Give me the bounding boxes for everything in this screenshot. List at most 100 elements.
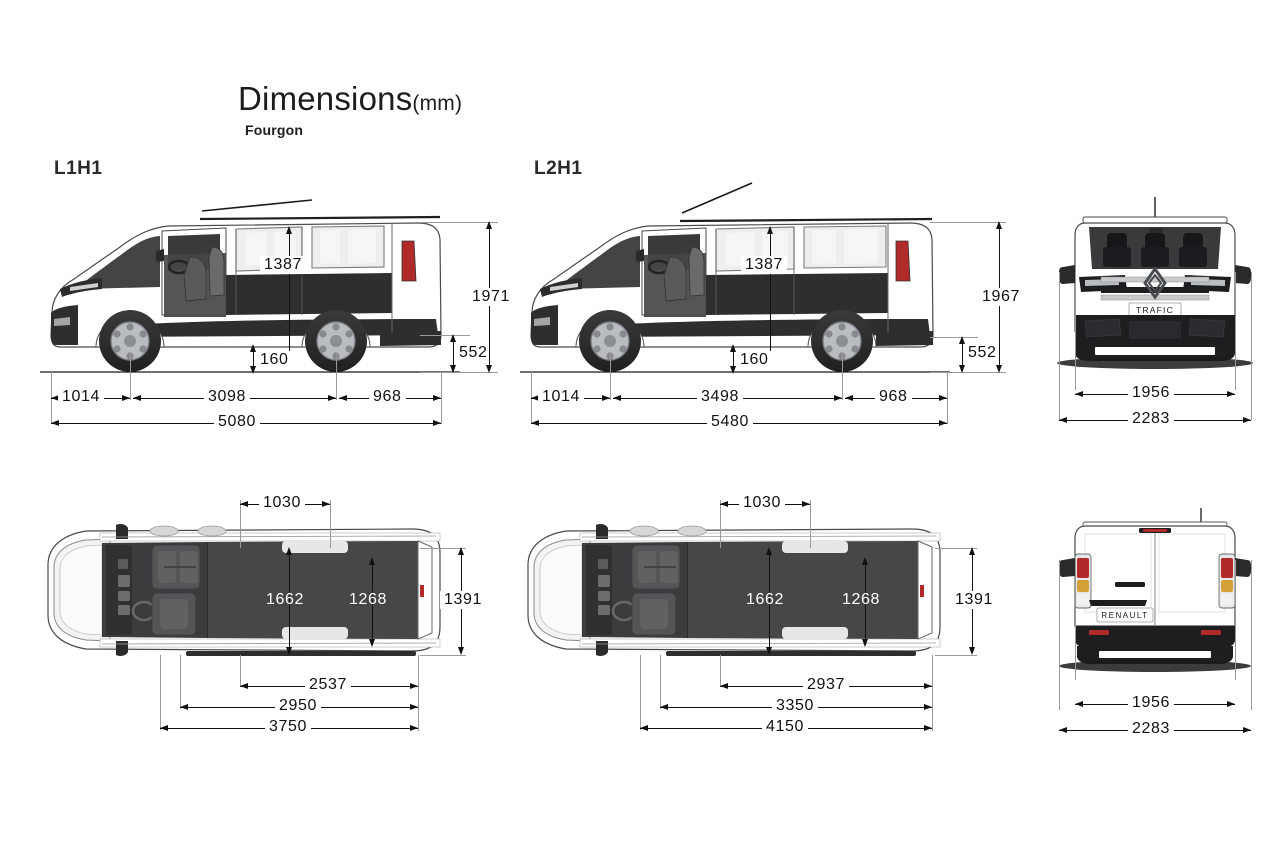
dimension-160-l2h1: 160 <box>736 351 773 369</box>
arrow-up-1268-l2h1 <box>861 557 868 565</box>
arrow-right-3098-l1h1 <box>328 394 336 401</box>
arrow-up-552-l1h1 <box>449 334 456 342</box>
arrow-down-160-l2h1 <box>729 366 736 374</box>
ext-line-ground-l2h1 <box>930 372 1006 373</box>
arrow-up-1662-l2h1 <box>765 547 772 555</box>
rear-badge-text: RENAULT <box>1101 611 1148 620</box>
ext-line-ground-l1h1 <box>420 372 498 373</box>
top-view-l1h1 <box>40 515 450 665</box>
arrow-up-1967-l2h1 <box>995 221 1002 229</box>
arrow-left-3498-l2h1 <box>613 394 621 401</box>
arrow-down-1662-l1h1 <box>285 647 292 655</box>
ext-tick-3350-left-l2h1 <box>660 655 661 709</box>
ext-tick-front-left-body <box>1075 272 1076 390</box>
ext-tick-rear-l2h1 <box>947 372 948 424</box>
ext-line-1391-bottom-l1h1 <box>420 655 466 656</box>
arrow-left-1030-l2h1 <box>720 500 728 507</box>
ext-line-sill-l2h1 <box>930 337 978 338</box>
dimension-5080-l1h1: 5080 <box>214 413 260 431</box>
dimension-3750-l1h1: 3750 <box>265 718 311 736</box>
ext-tick-rear-l1h1 <box>441 372 442 424</box>
ext-tick-front-right-mirror <box>1251 272 1252 420</box>
arrow-down-552-l1h1 <box>449 365 456 373</box>
ext-tick-front-left-mirror <box>1059 272 1060 420</box>
arrow-left-1956-rear <box>1075 700 1083 707</box>
variant-label-l2h1: L2H1 <box>534 158 583 179</box>
dimension-552-l2h1: 552 <box>964 344 1001 362</box>
arrow-down-552-l2h1 <box>958 365 965 373</box>
arrow-left-3098-l1h1 <box>133 394 141 401</box>
arrow-left-2283-rear <box>1059 726 1067 733</box>
arrow-down-1391-l1h1 <box>457 647 464 655</box>
side-view-l2h1 <box>520 182 950 380</box>
page-title: Dimensions(mm) <box>238 80 462 118</box>
arrow-right-4150-l2h1 <box>924 724 932 731</box>
arrow-up-1268-l1h1 <box>368 557 375 565</box>
rear-view: RENAULT <box>1055 500 1255 675</box>
dimline-160-l2h1 <box>733 346 734 372</box>
arrow-left-2937-l2h1 <box>720 682 728 689</box>
dimension-2283-front: 2283 <box>1128 410 1174 428</box>
top-view-l2h1 <box>520 515 950 665</box>
dimension-1971-l1h1: 1971 <box>468 288 514 306</box>
arrow-down-1391-l2h1 <box>968 647 975 655</box>
arrow-left-1956-front <box>1075 390 1083 397</box>
arrow-up-1391-l2h1 <box>968 547 975 555</box>
ext-tick-1030-left-l2h1 <box>720 500 721 548</box>
arrow-left-968-l2h1 <box>845 394 853 401</box>
dimension-1014-l2h1: 1014 <box>538 388 584 406</box>
dimline-1662-l1h1 <box>289 550 290 653</box>
arrow-left-2537-l1h1 <box>240 682 248 689</box>
dimline-1268-l1h1 <box>372 560 373 645</box>
ext-tick-rear-right-body <box>1235 560 1236 680</box>
arrow-up-160-l2h1 <box>729 344 736 352</box>
ext-tick-fw-l1h1 <box>130 352 131 400</box>
ext-line-top-l1h1 <box>420 222 498 223</box>
dimension-3098-l1h1: 3098 <box>204 388 250 406</box>
ext-line-1391-top-l1h1 <box>420 548 466 549</box>
dimension-5480-l2h1: 5480 <box>707 413 753 431</box>
arrow-left-3750-l1h1 <box>160 724 168 731</box>
arrow-left-3350-l2h1 <box>660 703 668 710</box>
dimension-3498-l2h1: 3498 <box>697 388 743 406</box>
ext-tick-rw-l2h1 <box>842 352 843 400</box>
arrow-right-5080-l1h1 <box>433 419 441 426</box>
arrow-right-3498-l2h1 <box>834 394 842 401</box>
dimension-2950-l1h1: 2950 <box>275 697 321 715</box>
arrow-down-1662-l2h1 <box>765 647 772 655</box>
arrow-right-968-l2h1 <box>939 394 947 401</box>
arrow-right-1030-l2h1 <box>802 500 810 507</box>
arrow-left-968-l1h1 <box>339 394 347 401</box>
ext-tick-rear-left-mirror <box>1059 560 1060 710</box>
front-badge-text: TRAFIC <box>1136 305 1174 315</box>
variant-label-l1h1: L1H1 <box>54 158 103 179</box>
dimension-1956-rear: 1956 <box>1128 694 1174 712</box>
ext-tick-fw-l2h1 <box>610 352 611 400</box>
dimline-1268-l2h1 <box>865 560 866 645</box>
arrow-up-1971-l1h1 <box>485 221 492 229</box>
ext-tick-front-right-body <box>1235 272 1236 390</box>
ext-line-1391-bottom-l2h1 <box>935 655 977 656</box>
arrow-right-968-l1h1 <box>433 394 441 401</box>
ext-tick-2537-left-l1h1 <box>240 655 241 687</box>
dimension-1030-l1h1: 1030 <box>259 494 305 512</box>
dimension-2937-l2h1: 2937 <box>803 676 849 694</box>
dimension-1268-l1h1: 1268 <box>349 591 387 608</box>
dimension-1967-l2h1: 1967 <box>978 288 1024 306</box>
arrow-right-2950-l1h1 <box>410 703 418 710</box>
dimension-1662-l1h1: 1662 <box>266 591 304 608</box>
dimension-4150-l2h1: 4150 <box>762 718 808 736</box>
arrow-left-2283-front <box>1059 416 1067 423</box>
ext-tick-2937-left-l2h1 <box>720 655 721 687</box>
ext-tick-right-l2h1 <box>932 655 933 731</box>
arrow-right-2283-rear <box>1243 726 1251 733</box>
arrow-up-160-l1h1 <box>249 344 256 352</box>
arrow-right-1956-front <box>1227 390 1235 397</box>
arrow-right-3350-l2h1 <box>924 703 932 710</box>
dimension-160-l1h1: 160 <box>256 351 293 369</box>
ext-tick-rw-l1h1 <box>336 352 337 400</box>
ext-line-top-l2h1 <box>930 222 1006 223</box>
dimension-1662-l2h1: 1662 <box>746 591 784 608</box>
ext-tick-3750-left-l1h1 <box>160 655 161 730</box>
arrow-left-5080-l1h1 <box>51 419 59 426</box>
